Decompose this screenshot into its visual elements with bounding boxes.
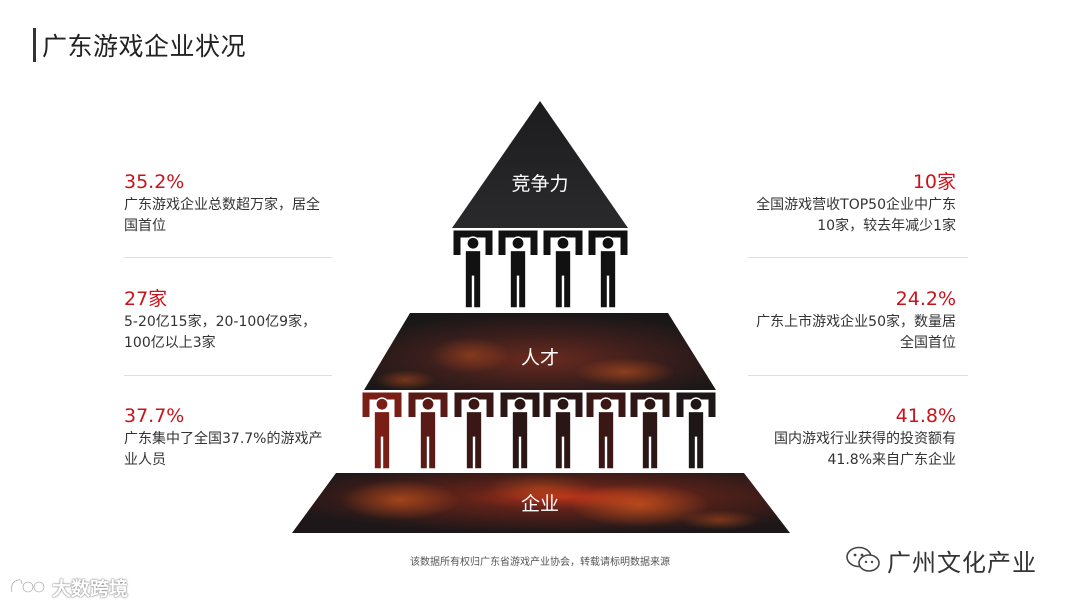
person-leg-gap	[562, 276, 564, 308]
watermark-text: 大数跨境	[52, 574, 128, 601]
person-head	[600, 398, 612, 410]
person-leg-gap	[607, 276, 609, 308]
logo-icon	[8, 574, 48, 600]
tier-label-bottom: 企业	[521, 493, 559, 515]
person-leg-gap	[562, 437, 564, 469]
person-head	[514, 398, 526, 410]
brand-name: 广州文化产业	[887, 543, 1037, 578]
person-head	[690, 398, 702, 410]
person-head	[557, 398, 569, 410]
person-head	[644, 398, 656, 410]
watermark: 大数跨境	[8, 571, 128, 603]
middle-people-row	[366, 396, 712, 469]
person-head	[468, 398, 480, 410]
person-head	[422, 398, 434, 410]
tier-top	[452, 101, 628, 228]
tier-label-top: 竞争力	[511, 173, 568, 195]
wechat-icon	[845, 545, 881, 575]
person-leg-gap	[381, 437, 383, 469]
top-people-row	[457, 234, 624, 308]
person-head	[467, 237, 479, 249]
brand: 广州文化产业	[845, 542, 1037, 578]
person-head	[557, 237, 569, 249]
person-leg-gap	[519, 437, 521, 469]
person-leg-gap	[605, 437, 607, 469]
person-leg-gap	[473, 437, 475, 469]
person-leg-gap	[472, 276, 474, 308]
person-leg-gap	[695, 437, 697, 469]
person-head	[512, 237, 524, 249]
tier-label-middle: 人才	[521, 347, 559, 369]
person-head	[602, 237, 614, 249]
person-head	[376, 398, 388, 410]
person-leg-gap	[517, 276, 519, 308]
person-leg-gap	[649, 437, 651, 469]
person-leg-gap	[427, 437, 429, 469]
